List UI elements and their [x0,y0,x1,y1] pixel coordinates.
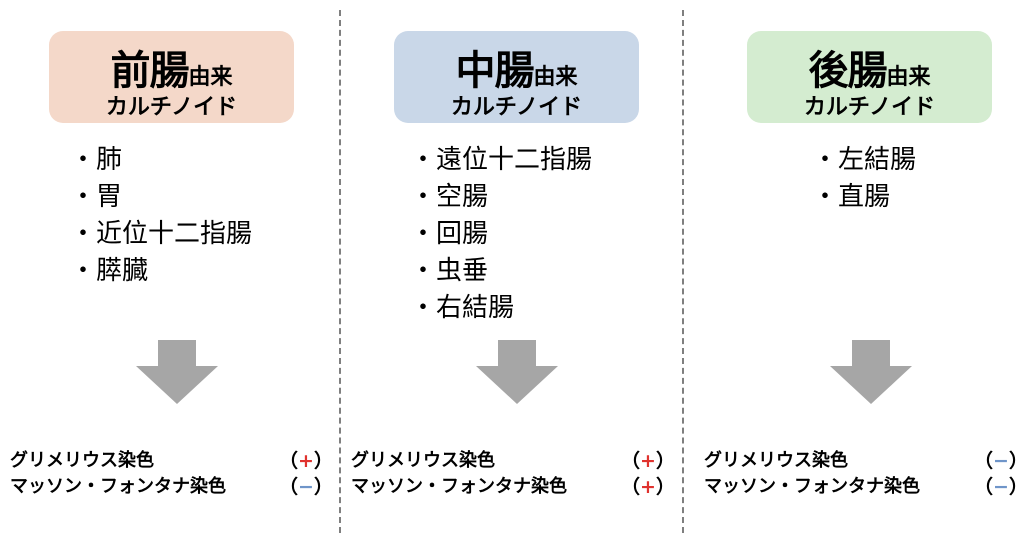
down-arrow-icon [136,340,218,404]
stain-label: グリメリウス染色 [351,450,495,471]
hindgut-organ-list: ・左結腸 ・直腸 [812,142,916,216]
list-item: ・虫垂 [410,256,489,286]
midgut-subtitle: カルチノイド [450,95,583,120]
foregut-organ-list: ・肺 ・胃 ・近位十二指腸 ・膵臓 [70,142,252,290]
stain-label: マッソン・フォンタナ染色 [351,476,567,497]
list-item: ・直腸 [812,182,891,212]
stain-label: グリメリウス染色 [10,450,154,471]
stain-result: （−） [974,450,1024,472]
midgut-title-suffix: 由来 [533,65,578,90]
midgut-header: 中腸由来 カルチノイド [394,31,639,123]
foregut-title: 前腸 [110,48,189,94]
midgut-title: 中腸 [455,48,534,94]
stain-result: （+） [279,450,333,472]
hindgut-title-suffix: 由来 [886,65,931,90]
column-divider-1 [339,10,341,533]
list-item: ・近位十二指腸 [70,219,253,249]
stain-result: （+） [621,476,675,498]
stain-label: マッソン・フォンタナ染色 [704,476,920,497]
stain-label: グリメリウス染色 [704,450,848,471]
positive-sign: + [640,450,656,472]
stain-result: （+） [621,450,675,472]
negative-sign: − [993,450,1009,472]
hindgut-subtitle: カルチノイド [803,95,936,120]
list-item: ・回腸 [410,219,489,249]
list-item: ・膵臓 [70,256,149,286]
list-item: ・空腸 [410,182,489,212]
midgut-organ-list: ・遠位十二指腸 ・空腸 ・回腸 ・虫垂 ・右結腸 [410,142,592,327]
foregut-subtitle: カルチノイド [105,95,238,120]
stain-result: （−） [279,476,333,498]
foregut-title-suffix: 由来 [188,65,233,90]
list-item: ・遠位十二指腸 [410,145,593,175]
down-arrow-icon [476,340,558,404]
foregut-header: 前腸由来 カルチノイド [49,31,294,123]
stain-result: （−） [974,476,1024,498]
negative-sign: − [993,476,1009,498]
positive-sign: + [640,476,656,498]
positive-sign: + [298,450,314,472]
hindgut-title: 後腸 [808,48,887,94]
negative-sign: − [298,476,314,498]
hindgut-header: 後腸由来 カルチノイド [747,31,992,123]
column-divider-2 [682,10,684,533]
list-item: ・右結腸 [410,293,515,323]
list-item: ・左結腸 [812,145,917,175]
list-item: ・胃 [70,182,123,212]
stain-label: マッソン・フォンタナ染色 [10,476,226,497]
down-arrow-icon [830,340,912,404]
list-item: ・肺 [70,145,123,175]
